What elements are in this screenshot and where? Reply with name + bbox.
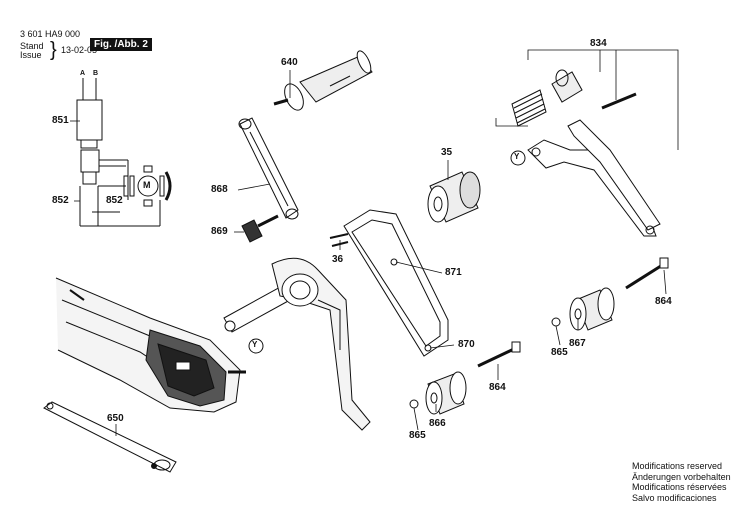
assembly-834 — [511, 69, 637, 127]
roller-866 — [425, 371, 467, 415]
handle-640 — [273, 50, 373, 111]
guard-plate-871 — [343, 209, 449, 357]
leader-lines — [70, 49, 679, 436]
part-865-lower: 865 — [409, 430, 426, 441]
part-871: 871 — [445, 267, 462, 278]
issue-label: Issue — [20, 50, 42, 60]
part-35: 35 — [441, 147, 453, 158]
screw-864-lower — [477, 341, 521, 368]
pin-36 — [329, 233, 349, 247]
washer-865-lower — [409, 399, 419, 409]
view-marker-y-bottom: Y — [252, 340, 258, 349]
part-852-left: 852 — [52, 195, 69, 206]
wrench-650 — [43, 401, 177, 473]
wiring-schematic — [76, 78, 172, 227]
wire-a-label: A — [80, 70, 86, 77]
catalog-code: 3 601 HA9 000 — [20, 29, 81, 39]
part-852-right: 852 — [106, 195, 123, 206]
part-869: 869 — [211, 226, 228, 237]
motor-label: M — [143, 180, 151, 190]
screw-864-upper — [625, 257, 669, 290]
note-de: Änderungen vorbehalten — [632, 471, 731, 482]
part-864-upper: 864 — [655, 296, 672, 307]
main-frame — [223, 257, 371, 431]
view-marker-y-shapes — [248, 150, 526, 354]
washer-865-upper — [551, 317, 561, 327]
part-36: 36 — [332, 254, 344, 265]
part-865-upper: 865 — [551, 347, 568, 358]
part-650: 650 — [107, 413, 124, 424]
note-fr: Modifications réservées — [632, 482, 727, 492]
view-marker-y-top: Y — [514, 152, 520, 161]
part-868: 868 — [211, 184, 228, 195]
swing-arm — [527, 119, 661, 237]
modification-notes: Modifications reserved Änderungen vorbeh… — [632, 461, 731, 503]
roller-867 — [569, 287, 615, 331]
part-834: 834 — [590, 38, 607, 49]
issue-date: 13-02-05 — [61, 45, 98, 55]
part-866: 866 — [429, 418, 446, 429]
wire-b-label: B — [93, 70, 99, 77]
brace: } — [50, 39, 57, 61]
roller-35 — [427, 171, 481, 223]
arm-868 — [238, 117, 299, 220]
stand-label: Stand — [20, 41, 44, 51]
part-870: 870 — [458, 339, 475, 350]
note-es: Salvo modificaciones — [632, 492, 717, 503]
figure-label: Fig. /Abb. 2 — [90, 38, 152, 51]
note-en: Modifications reserved — [632, 461, 723, 471]
part-867: 867 — [569, 338, 586, 349]
machine-housing — [55, 277, 246, 413]
part-640: 640 — [281, 57, 298, 68]
part-851: 851 — [52, 115, 69, 126]
knob-869 — [241, 214, 279, 243]
part-864-lower: 864 — [489, 382, 506, 393]
